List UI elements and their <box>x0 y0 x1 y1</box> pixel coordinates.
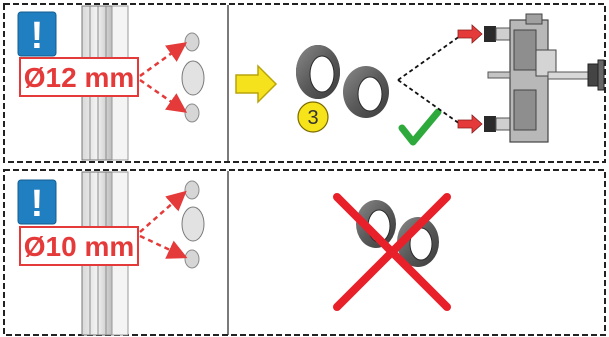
warning-sign: ! <box>17 11 57 57</box>
dimension-pointers <box>139 190 188 259</box>
panel-top: ! Ø12 mm 3 <box>3 3 606 163</box>
warning-sign: ! <box>17 179 57 225</box>
panel-top-border <box>3 3 606 163</box>
insert-arrows <box>457 24 483 134</box>
warning-symbol: ! <box>31 183 44 225</box>
adapter-rings <box>356 200 439 267</box>
ring-right <box>343 66 389 118</box>
panel-bottom: ! Ø10 mm <box>3 169 606 336</box>
check-mark-icon <box>398 108 442 146</box>
adapter-rings <box>296 45 389 118</box>
mounting-holes <box>181 180 205 269</box>
step-number: 3 <box>307 107 318 129</box>
dimension-text: Ø10 mm <box>24 231 135 262</box>
mounting-holes <box>181 32 205 123</box>
dimension-label-12: Ø12 mm <box>19 57 139 97</box>
yellow-arrow-icon <box>235 64 278 104</box>
cross-out-icon <box>333 193 451 311</box>
panel-bottom-border <box>3 169 606 336</box>
dimension-text: Ø12 mm <box>24 62 135 93</box>
warning-symbol: ! <box>31 15 44 57</box>
dimension-pointers <box>139 42 188 113</box>
ring-right <box>397 217 439 267</box>
dimension-label-10: Ø10 mm <box>19 226 139 266</box>
ring-left <box>296 45 340 99</box>
lock-device <box>484 13 605 143</box>
callout-lines <box>397 35 461 125</box>
step-badge: 3 <box>297 101 329 133</box>
